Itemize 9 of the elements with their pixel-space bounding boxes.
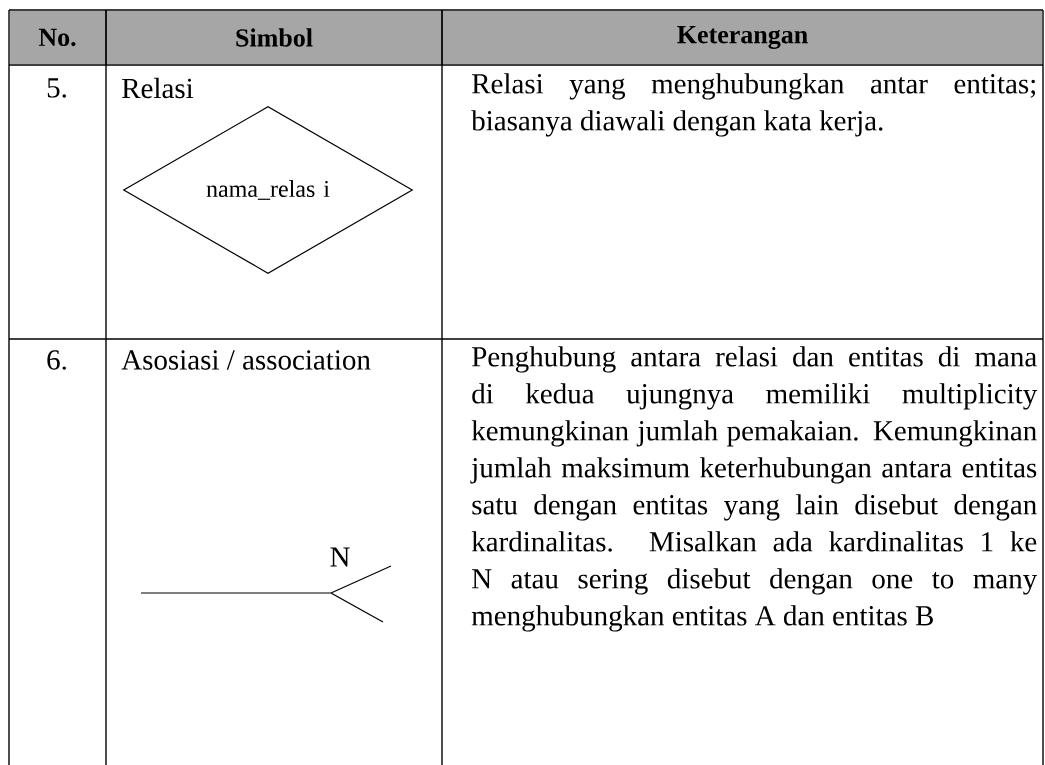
column-header: No. xyxy=(10,11,105,64)
description-text: Relasi yang menghubungkan antar entitas; biasanya diawali dengan kata kerja. xyxy=(471,73,1035,137)
row-number: 5. xyxy=(47,78,66,98)
symbol-name: Asosiasi / association xyxy=(121,350,371,370)
description-text: Penghubung antara relasi dan entitas di mana di kedua ujungnya memiliki multiplicity kemungkinan jumlah pemakaian. Kemungkinan jumlah maksimum keterhubungan antara entitas satu dengan entitas yang lain disebut dengan kardinalitas. Misalkan ada kardinalitas 1 ke N atau sering disebut dengan one to many menghubungkan entitas A dan entitas B xyxy=(470,346,1038,632)
column-header: Keterangan xyxy=(443,11,1042,64)
row-number: 6. xyxy=(47,350,66,370)
column-header: Simbol xyxy=(107,11,441,64)
cardinality-label: N xyxy=(330,547,350,567)
